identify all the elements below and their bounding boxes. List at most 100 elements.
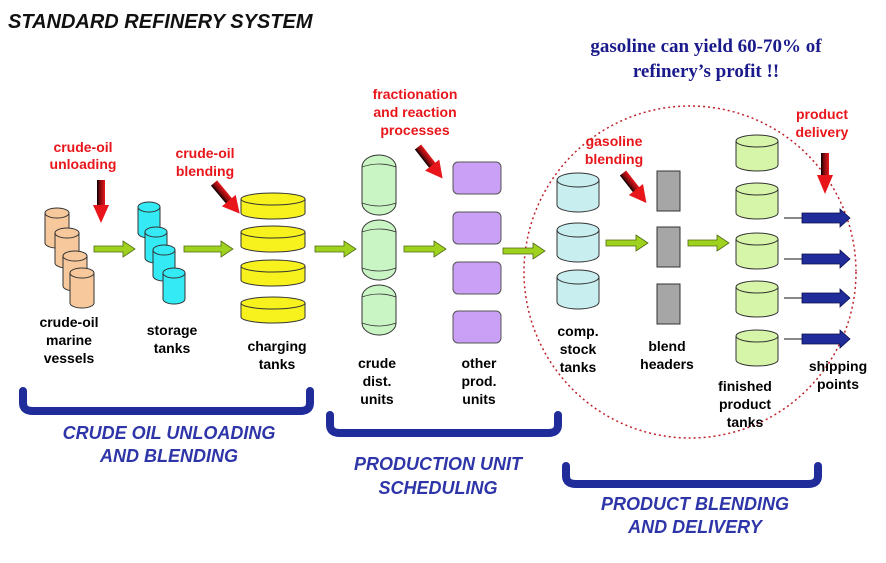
flow-arrow <box>314 240 357 258</box>
finished-product-tank <box>735 134 779 172</box>
label-charging-tanks: charging tanks <box>247 338 306 372</box>
tank-top <box>44 207 70 219</box>
section-title-crude-line2: AND BLENDING <box>99 446 238 466</box>
tank-top <box>162 267 186 279</box>
tank-top <box>556 172 600 188</box>
bracket-production-section <box>326 411 562 437</box>
label-crude-dist-units: crude dist. units <box>358 355 396 407</box>
label-line: crude <box>358 355 396 371</box>
tank-top <box>735 134 779 148</box>
tank-top <box>735 280 779 294</box>
finished-product-tank <box>735 329 779 367</box>
flow-arrow-shape <box>502 242 546 260</box>
annotation-gasoline-blending: gasoline blending <box>585 133 643 167</box>
tank-top <box>735 329 779 343</box>
other-prod-unit <box>452 211 502 245</box>
label-line: tanks <box>154 340 191 356</box>
marine-vessel-group <box>44 207 95 309</box>
tank-top <box>69 267 95 279</box>
charging-tank-group <box>240 192 306 324</box>
red-arrow-head <box>93 205 109 223</box>
annotation-line: delivery <box>796 124 849 140</box>
column-body <box>361 154 397 216</box>
column-body <box>361 284 397 336</box>
label-line: blend <box>648 338 685 354</box>
label-marine-vessels: crude-oil marine vessels <box>39 314 98 366</box>
annotation-line: blending <box>176 163 234 179</box>
label-line: stock <box>560 341 597 357</box>
section-title-product-line2: AND DELIVERY <box>627 517 764 537</box>
marine-vessel-tank <box>69 267 95 309</box>
tank-top <box>54 227 80 239</box>
crude-dist-unit-group <box>361 154 397 336</box>
charging-tank <box>240 192 306 220</box>
shipping-arrow <box>784 329 851 349</box>
finished-product-tank-group <box>735 134 779 367</box>
shipping-arrow-head <box>801 329 851 349</box>
other-prod-unit <box>452 310 502 344</box>
profit-note-line2: refinery’s profit !! <box>633 61 779 82</box>
tank-top <box>137 201 161 213</box>
shipping-arrow-head <box>801 288 851 308</box>
red-arrow-product-delivery <box>817 153 833 194</box>
tank-top <box>556 222 600 238</box>
annotation-line: product <box>796 106 848 122</box>
tank-top <box>144 226 168 238</box>
bracket-crude-section <box>19 387 314 415</box>
shipping-arrow-group <box>784 208 851 349</box>
tank-top <box>240 225 306 239</box>
annotation-line: processes <box>380 122 449 138</box>
label-line: other <box>462 355 498 371</box>
annotation-crude-unloading: crude-oil unloading <box>50 139 117 172</box>
label-line: headers <box>640 356 694 372</box>
flow-arrow <box>93 240 136 258</box>
annotation-fractionation: fractionation and reaction processes <box>373 86 458 138</box>
label-other-prod-units: other prod. units <box>462 355 498 407</box>
tank-body <box>556 179 600 213</box>
crude-dist-unit <box>361 154 397 216</box>
label-blend-headers: blend headers <box>640 338 694 372</box>
tank-body <box>735 335 779 367</box>
product-blending-circle <box>523 105 857 439</box>
comp-stock-tank <box>556 269 600 310</box>
label-comp-stock-tanks: comp. stock tanks <box>557 323 598 375</box>
red-arrow-shaft <box>821 153 829 177</box>
flow-arrow <box>403 240 447 258</box>
label-line: charging <box>247 338 306 354</box>
shipping-arrow <box>784 288 851 308</box>
red-arrow-head <box>817 175 833 194</box>
charging-tank <box>240 296 306 324</box>
red-arrow-head <box>425 159 443 179</box>
shipping-arrow-head <box>801 249 851 269</box>
flow-arrow-shape <box>314 240 357 258</box>
label-line: crude-oil <box>39 314 98 330</box>
column-seam <box>361 322 397 327</box>
charging-tank <box>240 225 306 253</box>
label-line: units <box>360 391 394 407</box>
label-storage-tanks: storage tanks <box>147 322 198 356</box>
crude-dist-unit <box>361 219 397 281</box>
flow-arrow <box>687 234 730 252</box>
flow-arrow-shape <box>93 240 136 258</box>
flow-arrow-shape <box>605 234 649 252</box>
column-seam <box>361 202 397 207</box>
shipping-arrow <box>784 208 851 228</box>
flow-arrow-shape <box>403 240 447 258</box>
tank-body <box>735 140 779 172</box>
section-title-production-line1: PRODUCTION UNIT <box>354 454 524 474</box>
tank-top <box>240 259 306 273</box>
label-line: tanks <box>727 414 764 430</box>
label-shipping-points: shipping points <box>809 358 867 392</box>
finished-product-tank <box>735 280 779 318</box>
red-arrow-shaft <box>619 170 640 193</box>
profit-note-line1: gasoline can yield 60-70% of <box>590 36 822 57</box>
tank-body <box>556 276 600 310</box>
red-arrow-head <box>221 194 240 214</box>
finished-product-tank <box>735 232 779 270</box>
label-line: shipping <box>809 358 867 374</box>
tank-body <box>735 188 779 220</box>
tank-top <box>735 232 779 246</box>
label-line: marine <box>46 332 92 348</box>
column-seam <box>361 267 397 272</box>
tank-body <box>69 272 95 309</box>
